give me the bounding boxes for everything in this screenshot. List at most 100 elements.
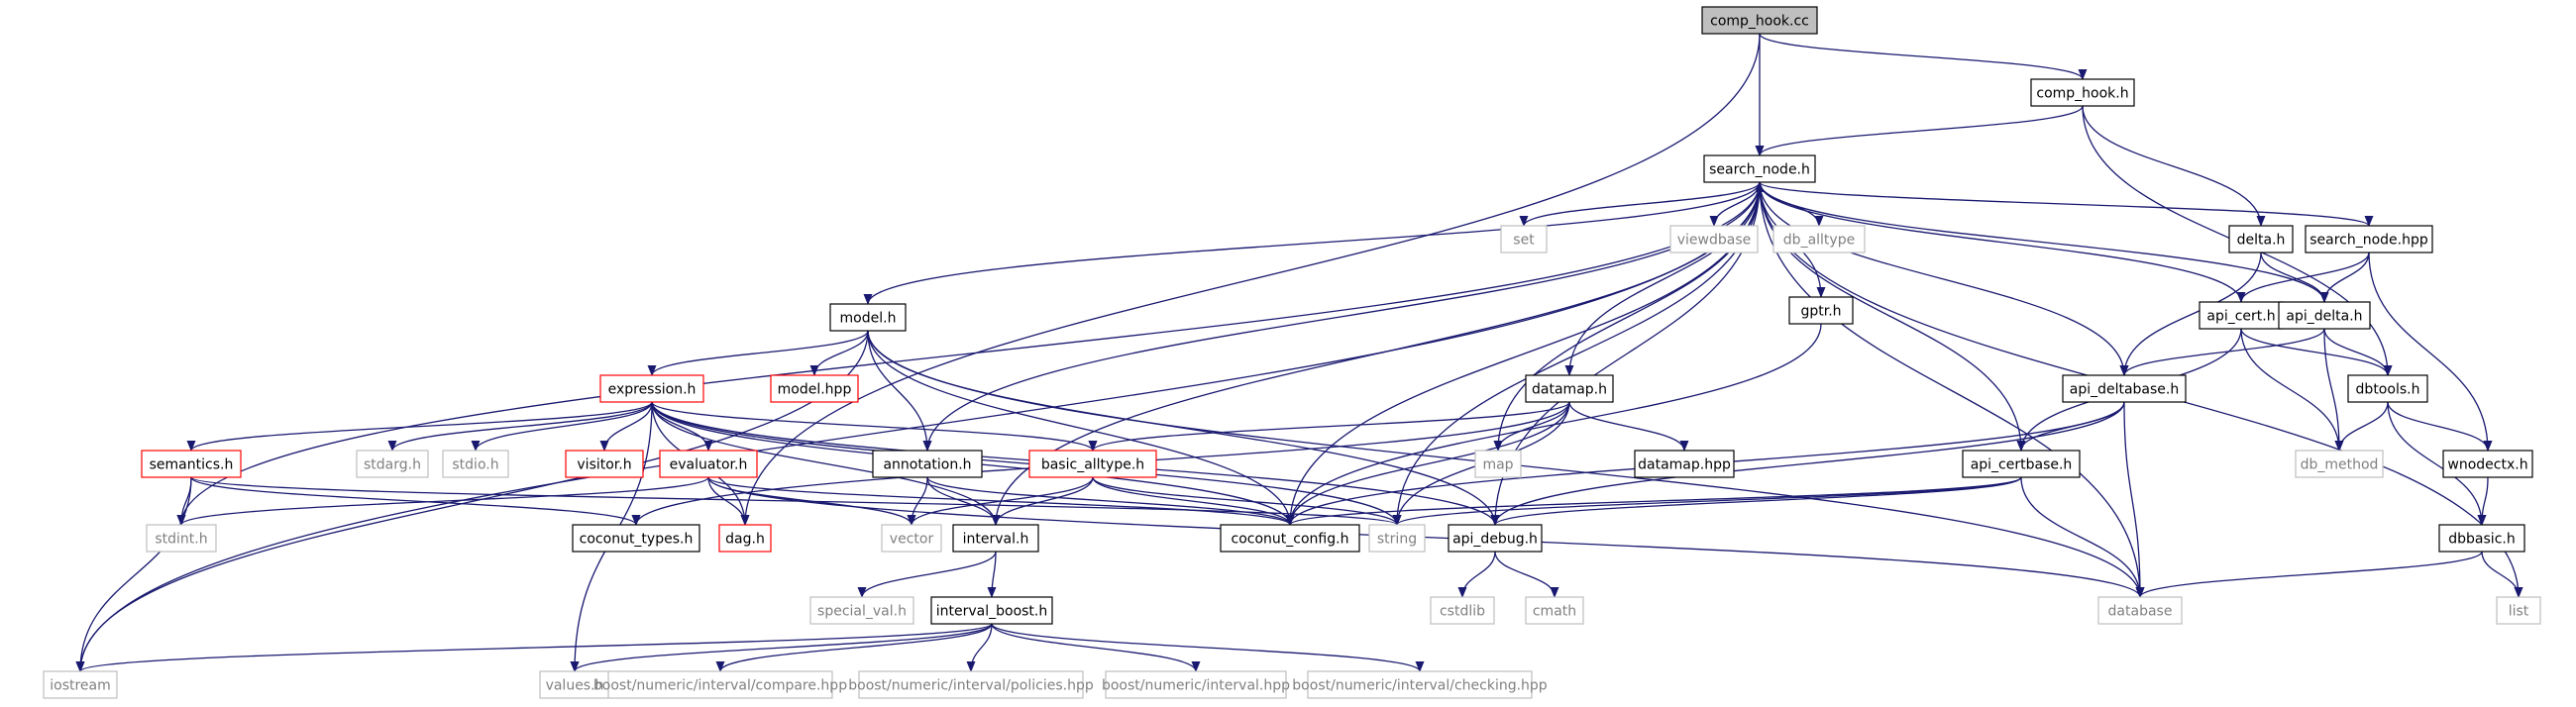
edge-datamap_h-to-datamap_hpp (1568, 401, 1689, 452)
node-comp-hook-cc[interactable]: comp_hook.cc (1701, 6, 1818, 35)
node-label: expression.h (608, 382, 697, 398)
node-api-certbase-h[interactable]: api_certbase.h (1962, 450, 2081, 478)
edge-api_certbase_h-to-database (2020, 476, 2145, 598)
node-box (1368, 524, 1426, 553)
edge-api_delta_h-to-dbtools_h (2323, 328, 2393, 376)
node-interval-hpp: boost/numeric/interval.hpp (1102, 670, 1290, 699)
edge-search_node_h-to-database (1759, 181, 2145, 598)
node-box (2442, 450, 2533, 478)
node-box (770, 374, 859, 403)
node-search-node-h[interactable]: search_node.h (1703, 154, 1816, 183)
node-dag-h[interactable]: dag.h (718, 524, 772, 553)
edge-search_node_h-to-model_h (863, 181, 1761, 305)
node-expression-h[interactable]: expression.h (599, 374, 704, 403)
edge-dbtools_h-to-dbbasic_h (2387, 401, 2487, 526)
edge-api_debug_h-to-cmath (1494, 551, 1559, 598)
node-box (1448, 524, 1543, 553)
node-api-cert-h[interactable]: api_cert.h (2199, 301, 2284, 330)
node-box (356, 450, 429, 478)
edge-interval_h-to-special_val_h (857, 551, 997, 598)
node-dbbasic-h[interactable]: dbbasic.h (2438, 524, 2525, 553)
node-basic-alltype-h[interactable]: basic_alltype.h (1028, 450, 1157, 478)
edge-search_node_h-to-set (1519, 181, 1761, 227)
node-db-alltype: db_alltype (1772, 225, 1866, 253)
node-api-debug-h[interactable]: api_debug.h (1448, 524, 1543, 553)
node-iostream: iostream (43, 670, 118, 699)
node-box (2438, 524, 2525, 553)
node-label: set (1513, 233, 1535, 249)
node-compare-hpp: boost/numeric/interval/compare.hpp (593, 670, 847, 699)
node-semantics-h[interactable]: semantics.h (141, 450, 242, 478)
node-label: api_debug.h (1452, 532, 1538, 548)
node-cmath: cmath (1525, 596, 1584, 625)
node-label: api_deltabase.h (2070, 382, 2180, 398)
edge-interval_h-to-interval_boost_h (987, 551, 997, 598)
edge-gptr_h-to-coconut_config_h (1285, 323, 1822, 526)
node-label: special_val.h (817, 604, 907, 620)
node-box (1772, 225, 1866, 253)
node-box (718, 524, 772, 553)
node-interval-boost-h[interactable]: interval_boost.h (930, 596, 1053, 625)
edge-expression_h-to-semantics_h (186, 401, 653, 452)
node-coconut-types-h[interactable]: coconut_types.h (572, 524, 700, 553)
node-api-delta-h[interactable]: api_delta.h (2278, 301, 2371, 330)
node-label: viewdbase (1677, 233, 1752, 249)
edge-semantics_h-to-iostream (75, 476, 192, 672)
node-box (2062, 374, 2187, 403)
node-label: datamap.hpp (1638, 457, 1731, 473)
node-vector: vector (881, 524, 942, 553)
node-label: boost/numeric/interval/checking.hpp (1292, 678, 1548, 694)
node-box (442, 450, 509, 478)
node-search-node-hpp[interactable]: search_node.hpp (2305, 225, 2433, 253)
node-box (1220, 524, 1360, 553)
node-delta-h[interactable]: delta.h (2228, 225, 2294, 253)
edge-model_h-to-expression_h (647, 330, 869, 376)
node-label: dbbasic.h (2448, 532, 2515, 548)
node-coconut-config-h[interactable]: coconut_config.h (1220, 524, 1360, 553)
edge-api_delta_h-to-db_method (2323, 328, 2344, 452)
node-model-h[interactable]: model.h (829, 303, 907, 332)
node-datamap-h[interactable]: datamap.h (1525, 374, 1614, 403)
node-box (2347, 374, 2428, 403)
node-box (1962, 450, 2081, 478)
node-datamap-hpp[interactable]: datamap.hpp (1634, 450, 1735, 478)
node-box (1525, 596, 1584, 625)
node-label: model.h (840, 311, 897, 327)
node-box (659, 450, 758, 478)
node-interval-h[interactable]: interval.h (952, 524, 1039, 553)
node-box (1703, 154, 1816, 183)
node-label: db_method (2301, 457, 2379, 473)
node-model-hpp[interactable]: model.hpp (770, 374, 859, 403)
edge-search_node_h-to-api_deltabase_h (1759, 181, 2129, 376)
node-label: datamap.h (1532, 382, 1607, 398)
node-annotation-h[interactable]: annotation.h (872, 450, 983, 478)
node-label: basic_alltype.h (1041, 457, 1144, 473)
node-list: list (2496, 596, 2541, 625)
edge-expression_h-to-basic_alltype_h (651, 401, 1098, 452)
node-label: list (2509, 604, 2529, 620)
edge-search_node_h-to-annotation_h (922, 181, 1761, 452)
edge-search_node_h-to-search_node_hpp (1759, 181, 2374, 227)
node-box (607, 670, 833, 699)
node-dbtools-h[interactable]: dbtools.h (2347, 374, 2428, 403)
node-visitor-h[interactable]: visitor.h (565, 450, 644, 478)
node-box (872, 450, 983, 478)
node-policies-hpp: boost/numeric/interval/policies.hpp (848, 670, 1094, 699)
node-gptr-h[interactable]: gptr.h (1788, 296, 1854, 325)
edge-dbbasic_h-to-list (2481, 551, 2523, 598)
node-box (1500, 225, 1548, 253)
edge-interval_boost_h-to-checking_hpp (991, 623, 1425, 672)
edge-evaluator_h-to-dag_h (707, 476, 750, 526)
node-wnodectx-h[interactable]: wnodectx.h (2442, 450, 2533, 478)
node-box (2228, 225, 2294, 253)
node-comp-hook-h[interactable]: comp_hook.h (2030, 78, 2135, 107)
node-evaluator-h[interactable]: evaluator.h (659, 450, 758, 478)
edge-comp_hook_h-to-delta_h (2082, 105, 2266, 227)
edge-api_certbase_h-to-string (1392, 476, 2022, 526)
edge-api_cert_h-to-dbtools_h (2240, 328, 2393, 376)
node-api-deltabase-h[interactable]: api_deltabase.h (2062, 374, 2187, 403)
node-label: boost/numeric/interval/policies.hpp (848, 678, 1094, 694)
edge-model_h-to-annotation_h (867, 330, 932, 452)
